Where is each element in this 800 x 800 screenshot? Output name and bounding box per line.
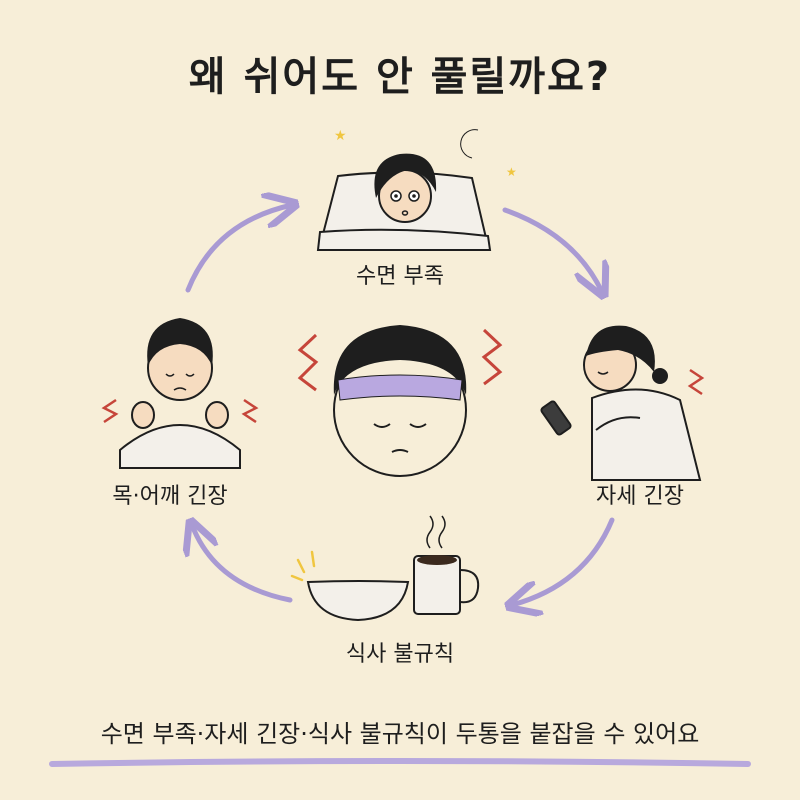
step-label-meal: 식사 불규칙 bbox=[345, 642, 455, 667]
neck-shoulder-tension-illustration bbox=[119, 318, 241, 469]
step-label-posture: 자세 긴장 bbox=[596, 484, 684, 509]
cycle-arrow-icon bbox=[192, 525, 293, 603]
bowl-icon bbox=[306, 580, 410, 622]
phone-icon bbox=[540, 400, 572, 436]
headache-person-illustration bbox=[333, 325, 467, 477]
coffee-mug-icon bbox=[413, 515, 480, 615]
star-icon: ★ bbox=[334, 128, 347, 144]
pain-zigzag-icon bbox=[481, 328, 503, 386]
pain-zigzag-icon bbox=[687, 368, 705, 396]
pain-zigzag-icon bbox=[241, 398, 259, 424]
cycle-arrow-icon bbox=[185, 205, 292, 293]
cycle-arrows bbox=[185, 205, 615, 605]
cycle-arrow-icon bbox=[502, 207, 602, 292]
sleep-deprived-person-illustration bbox=[316, 153, 492, 251]
caption-underline bbox=[49, 758, 751, 767]
cycle-arrow-icon bbox=[512, 517, 615, 605]
phone-user-illustration bbox=[583, 325, 702, 481]
pain-zigzag-icon bbox=[101, 398, 119, 424]
step-label-neck-shoulder: 목·어깨 긴장 bbox=[112, 484, 228, 509]
moon-icon bbox=[460, 129, 479, 159]
star-icon: ★ bbox=[506, 165, 517, 179]
step-label-sleep: 수면 부족 bbox=[356, 264, 444, 289]
pain-zigzag-icon bbox=[297, 333, 319, 392]
summary-caption: 수면 부족·자세 긴장·식사 불규칙이 두통을 붙잡을 수 있어요 bbox=[100, 720, 700, 748]
page-title: 왜 쉬어도 안 풀릴까요? bbox=[188, 54, 612, 100]
meal-illustration bbox=[290, 515, 480, 622]
